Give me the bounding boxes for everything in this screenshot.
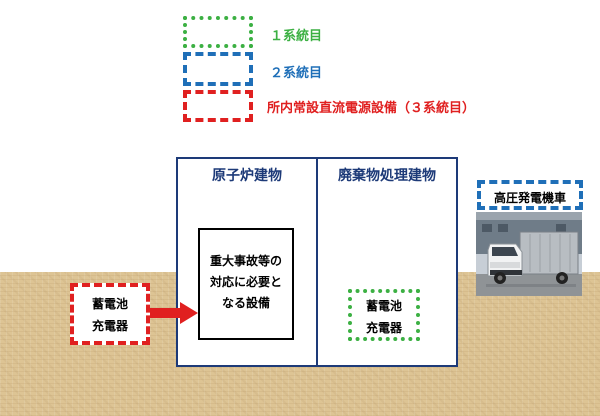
power-generator-truck-icon (476, 212, 582, 296)
reactor-building-title: 原子炉建物 (212, 168, 282, 184)
supply-arrow-icon (150, 302, 198, 324)
legend-swatch-system-2 (183, 52, 253, 86)
battery-green-line-2: 充電器 (365, 321, 402, 335)
severe-accident-equipment-box: 重大事故等の 対応に必要と なる設備 (198, 228, 294, 340)
waste-building-title: 廃棄物処理建物 (338, 168, 436, 184)
battery-charger-system-3: 蓄電池 充電器 (70, 283, 150, 345)
battery-red-line-2: 充電器 (91, 319, 128, 333)
generator-truck-label: 高圧発電機車 (493, 191, 566, 205)
battery-charger-system-1: 蓄電池 充電器 (348, 289, 420, 341)
equipment-line-2: 対応に必要と (209, 275, 282, 289)
legend-label-system-1: １系統目 (270, 29, 323, 44)
equipment-line-1: 重大事故等の (209, 254, 282, 268)
legend-swatch-system-3 (183, 90, 253, 122)
legend-label-system-2: ２系統目 (270, 66, 323, 81)
legend-swatch-system-1 (183, 16, 253, 48)
generator-truck-label-box: 高圧発電機車 (477, 180, 583, 210)
battery-green-line-1: 蓄電池 (365, 299, 402, 313)
battery-red-line-1: 蓄電池 (91, 297, 128, 311)
equipment-line-3: なる設備 (221, 296, 270, 310)
legend-label-system-3: 所内常設直流電源設備（３系統目） (267, 101, 476, 116)
